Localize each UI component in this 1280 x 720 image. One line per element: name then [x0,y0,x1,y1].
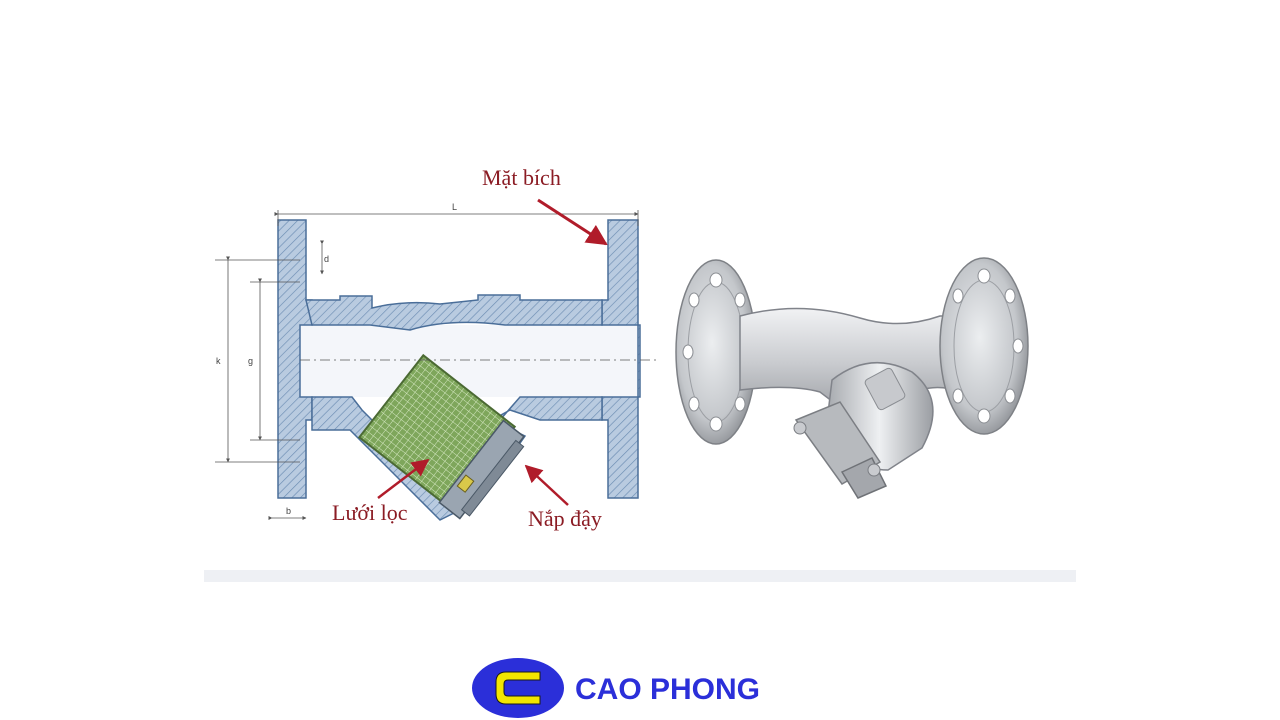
logo-letter-c-icon [495,671,541,705]
callout-screen: Lưới lọc [332,500,408,525]
dim-g-label: g [248,356,253,366]
dim-L-label: L [452,202,457,212]
bore [300,325,640,397]
callout-flange-arrow [537,198,608,246]
divider-band [204,570,1076,582]
logo-emblem [472,658,564,718]
cross-section-drawing: L d k g b Mặt bích Lưới lọc Nắp đậy [215,165,660,531]
brand-logo: CAO PHONG [472,658,760,718]
logo-name: CAO PHONG [575,673,760,706]
callout-flange: Mặt bích [482,165,561,190]
dimension-lines [215,210,660,520]
product-photo [675,257,1029,499]
body-top-wall [305,294,603,331]
callout-cap: Nắp đậy [528,506,602,531]
dim-d-label: d [324,254,329,264]
dim-k-label: k [216,356,221,366]
callout-screen-arrow [377,458,430,499]
dim-b-label: b [286,506,291,516]
strainer-cap [438,419,525,520]
callout-cap-arrow [524,464,569,506]
